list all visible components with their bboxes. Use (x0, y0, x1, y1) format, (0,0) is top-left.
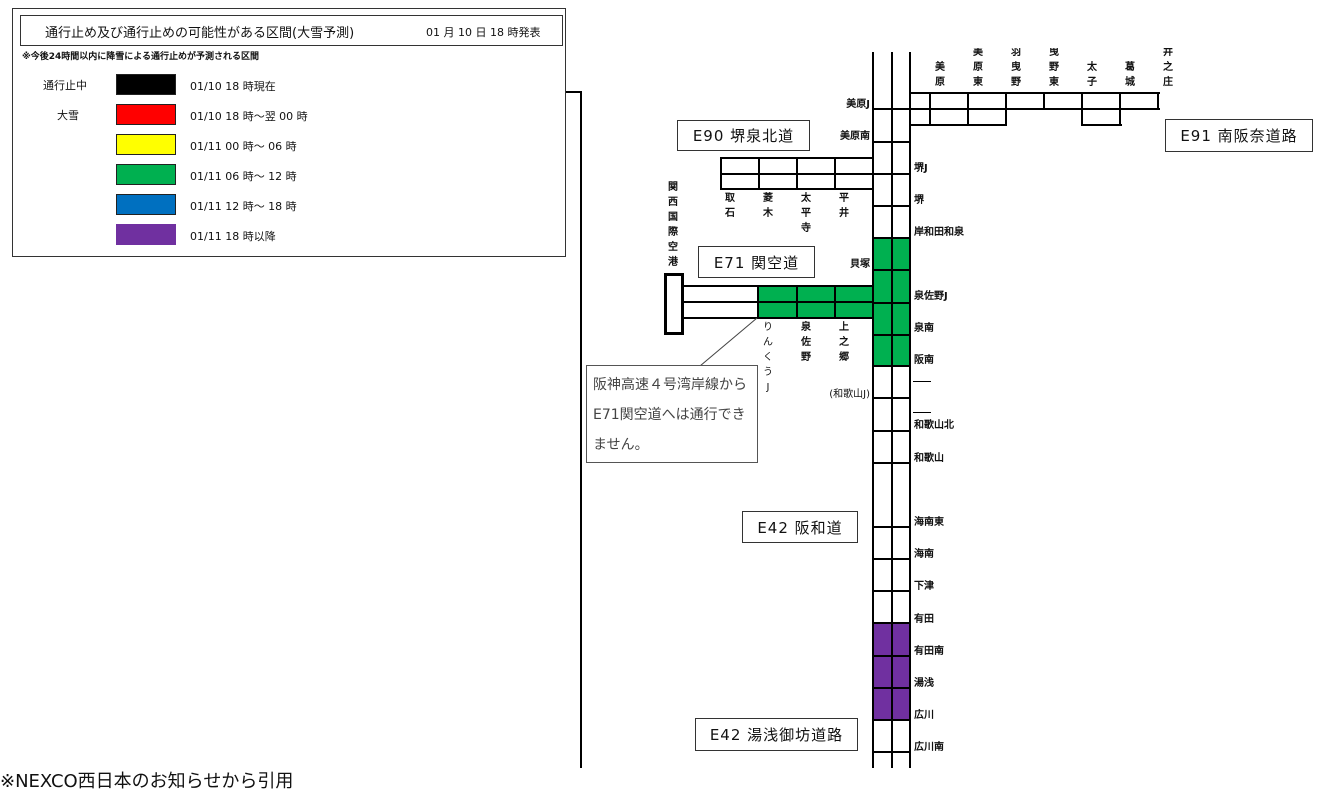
road-segment-divider (872, 205, 911, 207)
ic-label: 阪南 (914, 355, 934, 366)
ic-label: 美原 (935, 62, 945, 88)
road-segment-divider (872, 302, 911, 304)
ic-label: 和歌山北 (914, 420, 954, 431)
road-segment-divider (872, 687, 911, 689)
ic-label: 泉南 (914, 323, 934, 334)
swatch-green (116, 164, 176, 185)
ic-label: 美原東 (973, 48, 983, 88)
legend-item: 01/11 18 時以降 (190, 230, 276, 243)
callout-text: 阪神高速４号湾岸線からE71関空道へは通行できません。 (593, 377, 747, 453)
legend-title: 通行止め及び通行止めの可能性がある区間(大雪予測) (45, 26, 355, 41)
snow-label: 大雪 (57, 109, 79, 122)
road-label-e42-hanwa: E42 阪和道 (742, 511, 858, 543)
road-segment-divider (872, 397, 911, 399)
ic-label: 竹内峠井之庄 (1163, 48, 1173, 88)
road-segment-divider (872, 719, 911, 721)
ic-label: 海南 (914, 549, 934, 560)
road-segment-divider (872, 558, 911, 560)
ic-label: 海南東 (914, 517, 944, 528)
road-segment-divider (872, 655, 911, 657)
road-label-e91: E91 南阪奈道路 (1165, 119, 1313, 152)
connector-line (566, 91, 582, 93)
ic-label: 広川南 (914, 742, 944, 753)
swatch-yellow (116, 134, 176, 155)
ic-label: 和歌山 (914, 453, 944, 464)
divider-line (580, 91, 582, 768)
footer-source: ※NEXCO西日本のお知らせから引用 (0, 771, 294, 792)
callout-box: 阪神高速４号湾岸線からE71関空道へは通行できません。 (586, 365, 758, 463)
road-label-e71: E71 関空道 (698, 246, 815, 278)
ic-label: 湯浅 (914, 678, 934, 689)
ic-label: 葛城 (1125, 62, 1135, 88)
road-segment-divider (872, 590, 911, 592)
swatch-red (116, 104, 176, 125)
ic-label: 堺 (914, 195, 924, 206)
ic-label: 上之郷 (839, 322, 849, 363)
legend-item: 01/10 18 時～翌 00 時 (190, 110, 308, 123)
ic-label: 堺J (914, 163, 928, 174)
ic-label: 菱木 (763, 193, 773, 219)
legend-note: ※今後24時間以内に降雪による通行止めが予測される区間 (22, 52, 260, 62)
ic-label: 太平寺 (801, 193, 811, 234)
road-label-e42-yuasa: E42 湯浅御坊道路 (695, 718, 858, 751)
legend-panel: 通行止め及び通行止めの可能性がある区間(大雪予測) 01 月 10 日 18 時… (12, 8, 566, 257)
road-segment-divider (872, 365, 911, 367)
ic-label: 羽曳野 (1011, 48, 1021, 88)
road-segment-divider (872, 622, 911, 624)
ic-label: 広川 (914, 710, 934, 721)
road-segment-divider (872, 526, 911, 528)
ic-label: 泉佐野J (914, 291, 948, 302)
ic-label: 泉佐野 (801, 322, 811, 363)
swatch-purple (116, 224, 176, 245)
e91-ic-labels: 美原 美原東 羽曳野 羽曳野東 太子 葛城 竹内峠井之庄 (920, 48, 1180, 94)
ic-label: 岸和田和泉 (914, 227, 964, 238)
ic-label: 美原J (846, 99, 870, 110)
ic-label: 有田南 (914, 646, 944, 657)
legend-item: 01/11 00 時～ 06 時 (190, 140, 297, 153)
closed-label: 通行止中 (43, 79, 87, 92)
legend-item: 01/11 12 時～ 18 時 (190, 200, 297, 213)
ic-label: 羽曳野東 (1049, 48, 1059, 88)
airport-terminal (664, 273, 684, 335)
ic-label: 太子 (1087, 62, 1097, 88)
ic-label: りんくうJ (763, 322, 773, 393)
legend-item: 01/10 18 時現在 (190, 80, 276, 93)
ic-label: (和歌山J) (829, 389, 870, 400)
road-segment-divider (872, 141, 911, 143)
swatch-blue (116, 194, 176, 215)
road-segment-divider (872, 334, 911, 336)
airport-label: 関西国際空港 (668, 182, 678, 268)
issued-time: 01 月 10 日 18 時発表 (426, 26, 541, 39)
ic-label: 美原南 (840, 131, 870, 142)
road-segment-divider (872, 237, 911, 239)
road-label-e90: E90 堺泉北道 (677, 120, 810, 151)
dash-mark (913, 381, 931, 382)
swatch-black (116, 74, 176, 95)
road-segment-divider (872, 462, 911, 464)
road-segment-divider (872, 751, 911, 753)
road-segment-divider (872, 269, 911, 271)
ic-label: 平井 (839, 193, 849, 219)
road-segment-divider (872, 430, 911, 432)
ic-label: 有田 (914, 614, 934, 625)
dash-mark (913, 412, 931, 413)
ic-label: 下津 (914, 581, 934, 592)
legend-item: 01/11 06 時～ 12 時 (190, 170, 297, 183)
ic-label: 貝塚 (850, 259, 870, 270)
legend-title-box: 通行止め及び通行止めの可能性がある区間(大雪予測) 01 月 10 日 18 時… (20, 15, 563, 46)
ic-label: 取石 (725, 193, 735, 219)
